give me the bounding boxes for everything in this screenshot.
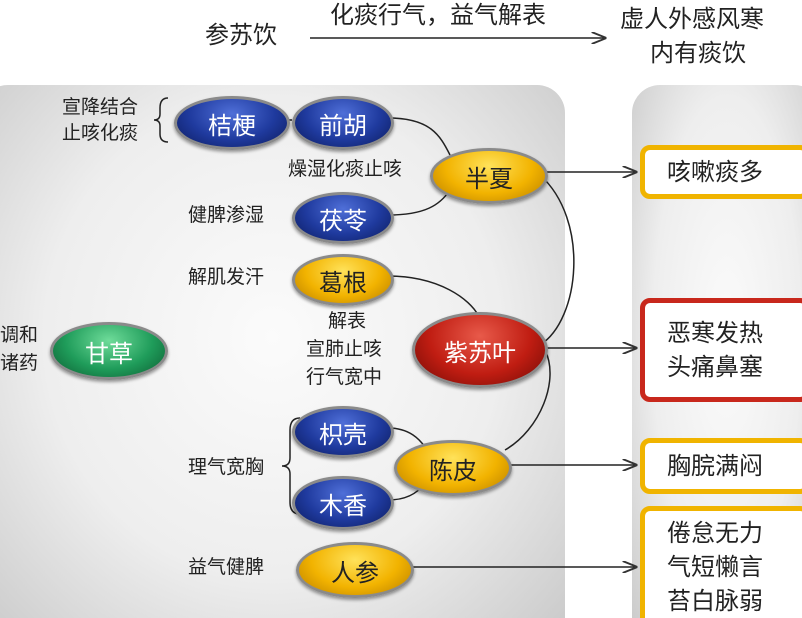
function-label: 健脾渗湿 xyxy=(188,204,265,226)
line-gegen-zisuye xyxy=(387,275,479,316)
symptom-text: 恶寒发热 xyxy=(667,319,763,347)
function-label: 宣降结合 xyxy=(62,96,139,118)
symptom-text: 咳嗽痰多 xyxy=(667,158,763,186)
symptom-box-deficiency: 倦怠无力 气短懒言 苔白脉弱 xyxy=(640,506,802,618)
symptom-text: 头痛鼻塞 xyxy=(667,353,763,381)
treatment-method: 化痰行气，益气解表 xyxy=(330,1,546,29)
herb-gegen: 葛根 xyxy=(292,254,394,306)
symptom-box-exterior: 恶寒发热 头痛鼻塞 xyxy=(640,298,802,402)
function-label: 理气宽胸 xyxy=(188,456,265,478)
function-label: 解表 xyxy=(328,310,367,332)
line-qianhu-banxia xyxy=(387,117,451,156)
herb-jiegeng: 桔梗 xyxy=(174,96,290,150)
herb-zhiqiao: 枳壳 xyxy=(292,406,394,458)
function-label: 益气健脾 xyxy=(188,556,265,578)
herb-banxia: 半夏 xyxy=(430,148,548,204)
indication-line1: 虚人外感风寒 xyxy=(620,5,764,33)
bracket-top xyxy=(153,97,169,143)
symptom-text: 气短懒言 xyxy=(667,553,763,581)
symptom-text: 苔白脉弱 xyxy=(667,587,763,615)
function-label: 行气宽中 xyxy=(306,366,383,388)
function-label: 解肌发汗 xyxy=(188,266,265,288)
herb-zisuye: 紫苏叶 xyxy=(412,312,548,388)
herb-renshen: 人参 xyxy=(296,542,414,598)
function-label: 宣肺止咳 xyxy=(306,338,383,360)
function-label: 止咳化痰 xyxy=(62,122,139,144)
herb-fuling: 茯苓 xyxy=(292,192,394,244)
function-label: 燥湿化痰止咳 xyxy=(288,158,403,180)
bracket-qi xyxy=(281,417,301,515)
line-banxia-zisuye xyxy=(539,174,575,346)
herb-chenpi: 陈皮 xyxy=(394,440,512,496)
herb-muxiang: 木香 xyxy=(292,476,394,530)
symptom-box-chest: 胸脘满闷 xyxy=(640,438,802,494)
herb-gancao: 甘草 xyxy=(50,322,168,380)
symptom-text: 倦怠无力 xyxy=(667,519,763,547)
symptom-text: 胸脘满闷 xyxy=(667,452,763,480)
symptom-box-cough: 咳嗽痰多 xyxy=(640,145,802,199)
herb-qianhu: 前胡 xyxy=(292,96,394,150)
function-label: 诸药 xyxy=(0,352,39,374)
function-label: 调和 xyxy=(0,324,39,346)
line-fuling-banxia xyxy=(387,189,451,216)
line-chenpi-zisuye xyxy=(504,349,551,451)
formula-name: 参苏饮 xyxy=(205,21,277,49)
indication-line2: 内有痰饮 xyxy=(650,39,746,67)
